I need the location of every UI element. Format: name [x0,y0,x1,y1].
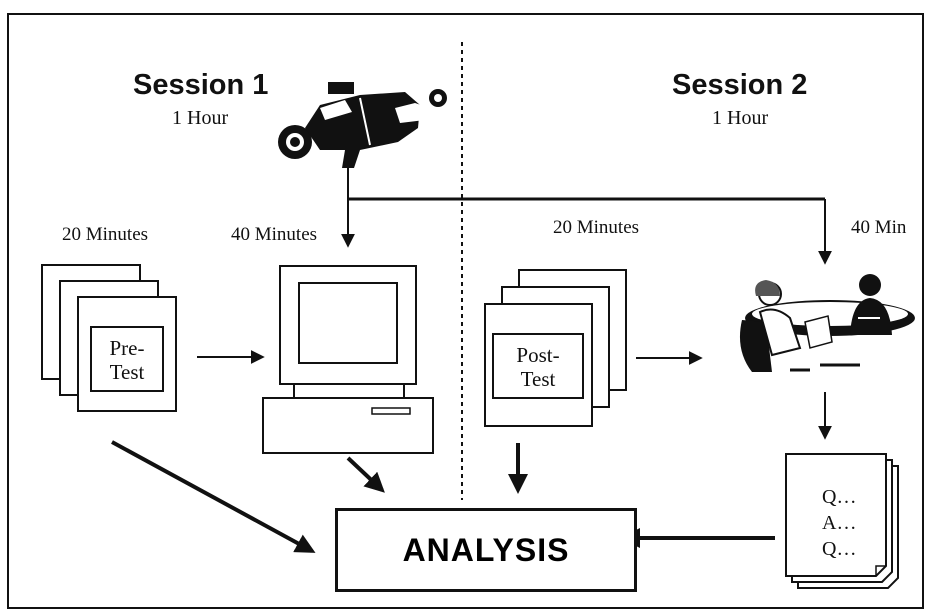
session2-duration: 1 Hour [712,107,769,129]
transcript-text: Q… A… Q… [822,484,856,562]
desktop-computer-icon [262,265,434,454]
video-camera-icon [278,82,447,168]
session2-title: Session 2 [672,69,808,101]
diagram-frame [7,13,924,609]
arrow-pretest-to-analysis [111,440,316,553]
analysis-label: ANALYSIS [402,531,570,568]
interview-meeting-icon [739,274,915,372]
posttest-label-line1: Post- [516,343,560,367]
analysis-box: ANALYSIS [335,508,637,592]
posttest-label: Post- Test [493,343,583,391]
interview-duration: 40 Min [851,217,907,238]
transcript-pages [785,453,899,589]
session1-duration: 1 Hour [172,107,229,129]
arrow-computer-to-analysis [346,456,385,493]
pretest-duration: 20 Minutes [62,224,149,245]
transcript-line1: Q… [822,486,857,508]
transcript-line2: A… [822,512,857,534]
pretest-pages [41,264,177,412]
session1-title: Session 1 [133,69,269,101]
transcript-line3: Q… [822,538,857,560]
pretest-label: Pre- Test [91,336,163,384]
pretest-label-line2: Test [109,360,145,384]
posttest-duration: 20 Minutes [553,217,640,238]
pretest-label-line1: Pre- [109,336,145,360]
posttest-label-line2: Test [520,367,556,391]
computer-duration: 40 Minutes [231,224,318,245]
posttest-pages [484,269,627,427]
